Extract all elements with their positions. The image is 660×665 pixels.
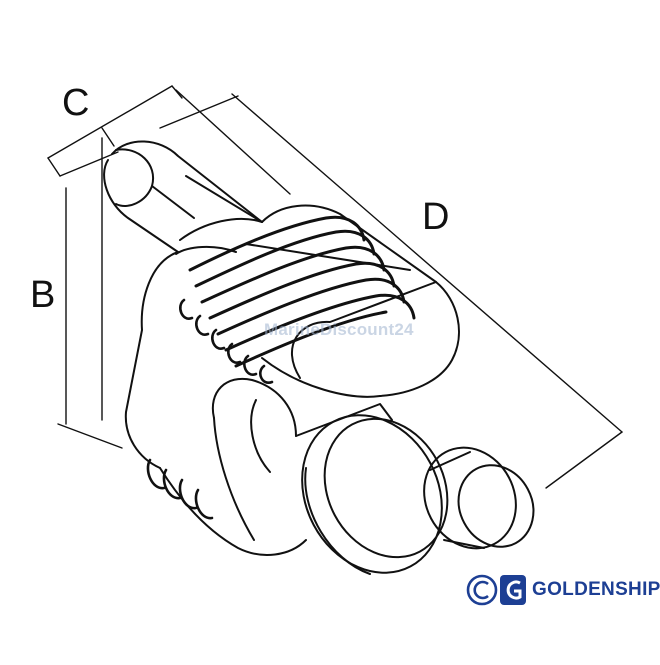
brand-logo: GOLDENSHIP [466, 572, 660, 608]
inlet-tube [103, 140, 263, 253]
dimension-lines [47, 85, 623, 489]
outlet-spigot [423, 446, 535, 550]
outlet-flange [301, 414, 449, 575]
rib-ends-top [179, 298, 274, 384]
copyright-g-icon [466, 574, 526, 606]
brand-name: GOLDENSHIP [532, 579, 660, 600]
rib-set-top [188, 215, 416, 368]
rib-set-bottom [146, 458, 214, 520]
dimension-label-c: C [62, 82, 90, 124]
watermark: MarineDiscount24 [264, 320, 414, 339]
dimension-label-b: B [30, 274, 56, 316]
dimension-label-d: D [422, 196, 450, 238]
lower-chamber [159, 377, 393, 556]
